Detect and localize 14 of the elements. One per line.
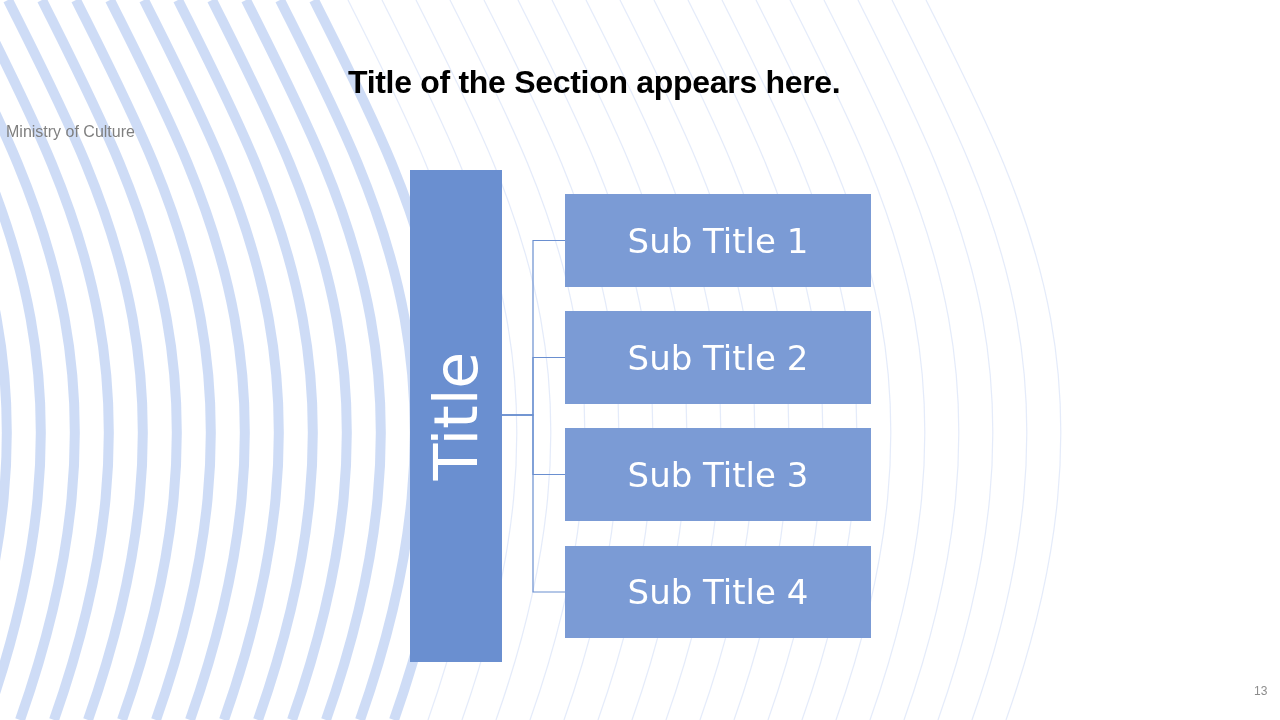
section-title: Title of the Section appears here. bbox=[348, 64, 841, 101]
subtitle-label: Sub Title 2 bbox=[627, 337, 809, 378]
subtitle-label: Sub Title 4 bbox=[627, 572, 809, 612]
title-label: Title bbox=[421, 351, 491, 481]
subtitle-box bbox=[565, 311, 871, 404]
subtitle-box bbox=[565, 194, 871, 287]
connector-line bbox=[501, 414, 566, 593]
subtitle-label: Sub Title 3 bbox=[627, 454, 809, 495]
subtitle-label: Sub Title 1 bbox=[627, 220, 809, 261]
subtitle-box bbox=[565, 546, 871, 638]
title-bar bbox=[410, 170, 502, 662]
page-number: 13 bbox=[1254, 684, 1268, 698]
organization-name: Ministry of Culture bbox=[6, 123, 135, 141]
subtitle-box bbox=[565, 428, 871, 521]
